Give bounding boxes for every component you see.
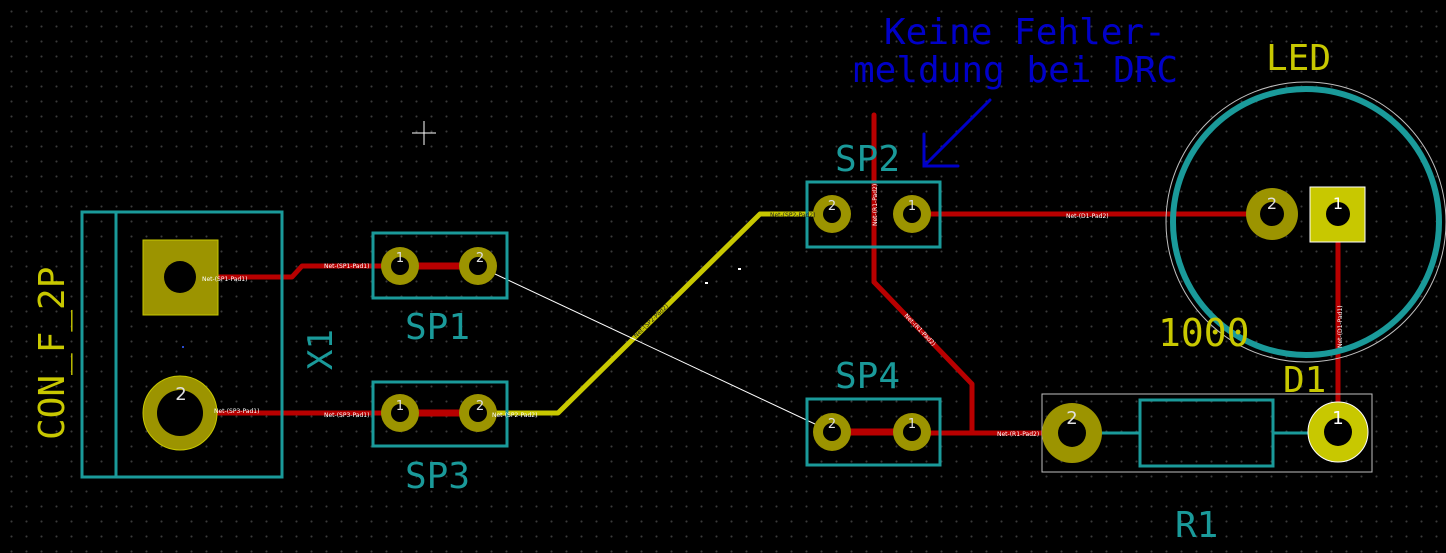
d1-ref-label[interactable]: D1 xyxy=(1283,360,1326,401)
net-label-diagonal: Net-(SP2-Pad2) xyxy=(633,303,671,340)
d1-pad-1-number: 1 xyxy=(1333,194,1343,213)
net-label-sp3-track: Net-(SP3-Pad1) xyxy=(324,412,369,419)
sp4-pad-2-number: 2 xyxy=(828,417,836,432)
sp2-pad-2-hole xyxy=(823,205,841,223)
x1-ref-label[interactable]: X1 xyxy=(301,329,341,370)
net-label-x1-sp3: Net-(SP3-Pad1) xyxy=(214,408,259,415)
d1-pad-2-number: 2 xyxy=(1267,194,1277,213)
sp4-ref-label[interactable]: SP4 xyxy=(835,356,900,397)
sp1-pad-2-number: 2 xyxy=(476,251,484,266)
net-label-r1-diagonal: Net-(R1-Pad2) xyxy=(903,313,937,348)
d1-pad-1-hole xyxy=(1326,202,1350,226)
net-label-x1-sp1: Net-(SP1-Pad1) xyxy=(202,276,247,283)
net-label-d1-r1: Net-(D1-Pad1) xyxy=(1337,305,1344,348)
d1-value-label[interactable]: LED xyxy=(1266,38,1331,79)
pad-numbers: 1 2 1 2 2 1 2 1 2 2 1 2 1 xyxy=(175,194,1343,432)
sp4-pad-1-hole xyxy=(903,423,921,441)
r1-body[interactable] xyxy=(1138,398,1275,468)
drc-annotation: Keine Fehler- meldung bei DRC xyxy=(853,12,1178,168)
r1-ref-label[interactable]: R1 xyxy=(1175,505,1218,546)
sp1-pad-1-hole xyxy=(391,257,409,275)
x1-value-label[interactable]: CON_F_2P xyxy=(32,267,73,440)
track-r1-diagonal[interactable] xyxy=(871,279,975,436)
sp4-pad-1-number: 1 xyxy=(908,417,916,432)
sp1-pad-2-hole xyxy=(469,257,487,275)
net-label-d1-pad2: Net-(D1-Pad2) xyxy=(1066,213,1109,220)
r1-pad-1-hole xyxy=(1324,418,1352,446)
d1-pad-2-hole xyxy=(1260,202,1284,226)
sp2-pad-2-number: 2 xyxy=(828,199,836,214)
track-x1-sp1[interactable] xyxy=(177,263,403,280)
sp4-outline[interactable] xyxy=(805,397,942,467)
net-label-sp3-pad2: Net-(SP2-Pad2) xyxy=(492,412,537,419)
sp3-ref-label[interactable]: SP3 xyxy=(405,456,470,497)
pads xyxy=(142,186,1369,463)
r1-pad-1-number: 1 xyxy=(1332,408,1343,429)
annotation-line-2: meldung bei DRC xyxy=(853,50,1178,91)
x1-outline[interactable] xyxy=(80,210,284,479)
net-label-sp1-track: Net-(SP1-Pad1) xyxy=(324,263,369,270)
stray-marks xyxy=(182,268,741,348)
sp3-pad-1-hole xyxy=(391,404,409,422)
r1-pad-2-hole xyxy=(1058,419,1086,447)
sp2-ref-label[interactable]: SP2 xyxy=(835,139,900,180)
net-label-sp2-pad2: Net-(SP2-Pad2) xyxy=(770,212,815,219)
r1-value-label[interactable]: 1000 xyxy=(1158,311,1250,355)
ratsnest-line xyxy=(477,265,833,433)
sp3-pad-2-number: 2 xyxy=(476,399,484,414)
x1-pad-1-hole xyxy=(164,261,196,293)
sp2-outline[interactable] xyxy=(805,180,942,249)
sp3-outline[interactable] xyxy=(371,380,509,448)
net-label-sp4-r1: Net-(R1-Pad2) xyxy=(997,431,1039,438)
sp2-pad-1-hole xyxy=(903,205,921,223)
front-copper-tracks xyxy=(177,112,1341,436)
annotation-line-1: Keine Fehler- xyxy=(884,12,1166,53)
crosshair-cursor-icon xyxy=(412,121,436,145)
x1-pad-2-number: 2 xyxy=(175,384,186,405)
x1-pad-2-hole xyxy=(157,390,203,436)
sp3-pad-2-hole xyxy=(469,404,487,422)
sp1-ref-label[interactable]: SP1 xyxy=(405,307,470,348)
r1-pad-2-number: 2 xyxy=(1066,408,1077,429)
back-copper-tracks xyxy=(475,211,835,416)
d1-outline[interactable] xyxy=(1170,86,1442,358)
sp1-outline[interactable] xyxy=(371,231,509,300)
net-label-sp2-vertical: Net-(R1-Pad2) xyxy=(872,184,879,226)
reference-labels: CON_F_2P X1 SP1 SP3 SP2 SP4 LED D1 1000 … xyxy=(32,38,1331,546)
sp3-pad-1-number: 1 xyxy=(396,399,404,414)
sp4-pad-2-hole xyxy=(823,423,841,441)
d1-courtyard xyxy=(1165,81,1446,363)
sp2-pad-1-number: 1 xyxy=(908,199,916,214)
annotation-arrow-icon xyxy=(922,98,992,168)
track-sp3-sp2-diagonal[interactable] xyxy=(475,211,835,416)
sp1-pad-1-number: 1 xyxy=(396,251,404,266)
